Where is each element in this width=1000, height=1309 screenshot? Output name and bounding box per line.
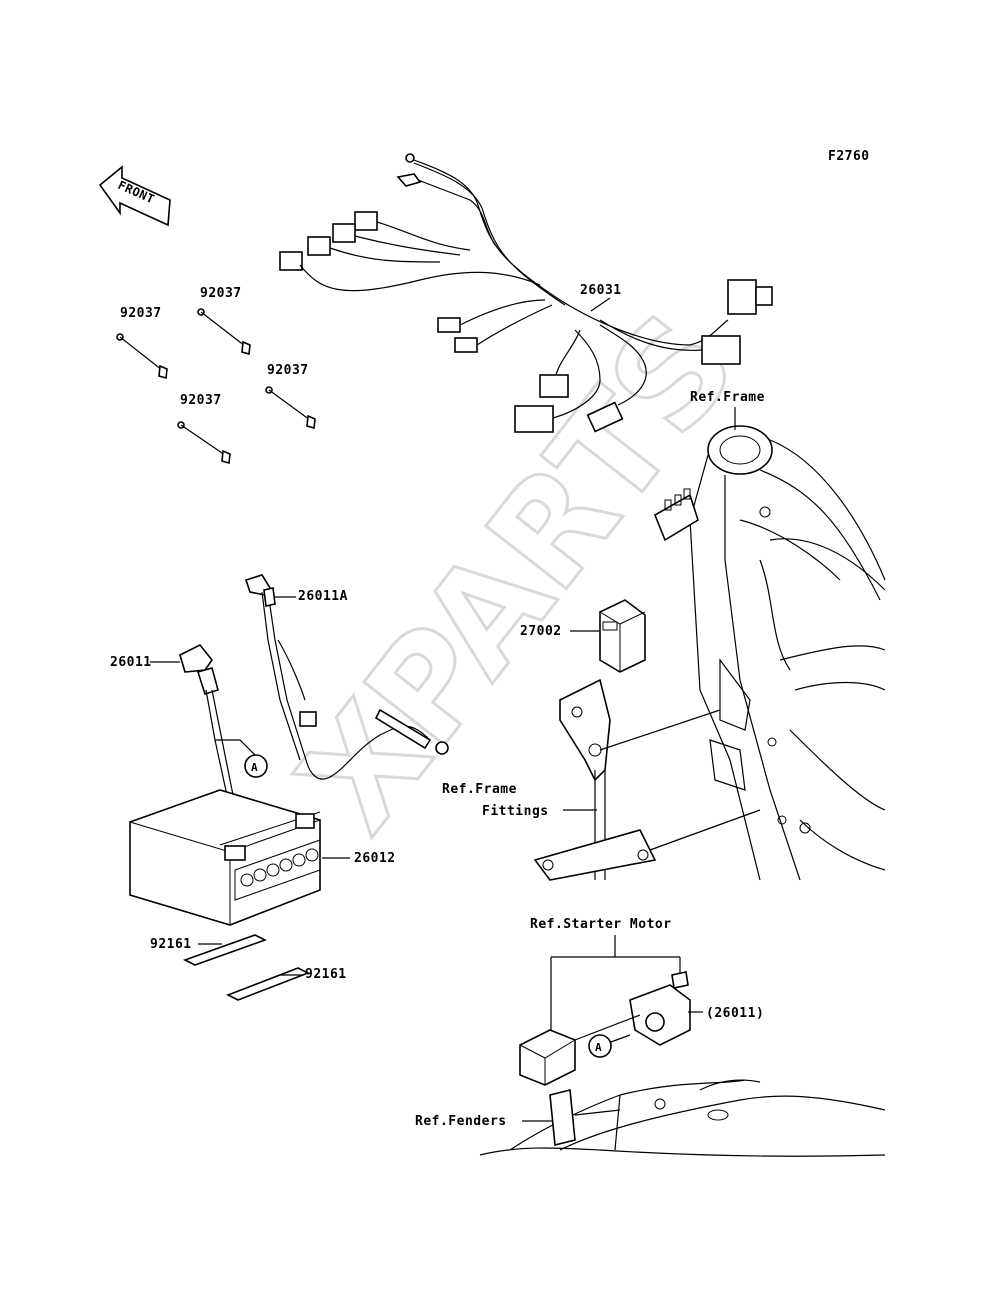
band-92037-1 [197, 308, 251, 356]
label-ref-frame-fittings-2: Fittings [482, 804, 549, 819]
starter-relay-lower [519, 1029, 576, 1086]
pad-92161-2 [226, 967, 310, 1001]
front-arrow-icon: FRONT [98, 165, 171, 227]
label-harness: 26031 [580, 283, 622, 298]
band-92037-2 [116, 333, 168, 380]
callout-a-2: A [595, 1041, 602, 1054]
main-harness-26031 [279, 153, 773, 433]
label-pad-2: 92161 [305, 967, 347, 982]
label-band-2: 92037 [120, 306, 162, 321]
label-ref-frame-fittings-1: Ref.Frame [442, 782, 517, 797]
fenders [479, 1079, 886, 1157]
label-ref-frame: Ref.Frame [690, 390, 765, 405]
label-ref-fenders: Ref.Fenders [415, 1114, 507, 1129]
band-92037-4 [177, 421, 231, 465]
label-band-3: 92037 [267, 363, 309, 378]
frame-fittings [533, 678, 761, 881]
label-band-4: 92037 [180, 393, 222, 408]
label-ref-starter-motor: Ref.Starter Motor [530, 917, 672, 932]
label-cable-ref: (26011) [706, 1006, 764, 1021]
battery-cable-26011A [244, 574, 449, 780]
battery-cable-26011: A [179, 643, 268, 851]
band-92037-3 [265, 386, 316, 430]
frame [653, 425, 886, 881]
label-battery: 26012 [354, 851, 396, 866]
callout-a-1: A [251, 761, 258, 774]
battery-26012 [129, 789, 321, 926]
label-relay: 27002 [520, 624, 562, 639]
figure-id: F2760 [828, 149, 870, 164]
starter-relay-27002 [599, 599, 646, 673]
label-cable: 26011 [110, 655, 152, 670]
pad-92161-1 [182, 934, 268, 966]
label-cable-a: 26011A [298, 589, 348, 604]
label-band-1: 92037 [200, 286, 242, 301]
cable-26011-ref: A [574, 971, 691, 1058]
label-pad-1: 92161 [150, 937, 192, 952]
